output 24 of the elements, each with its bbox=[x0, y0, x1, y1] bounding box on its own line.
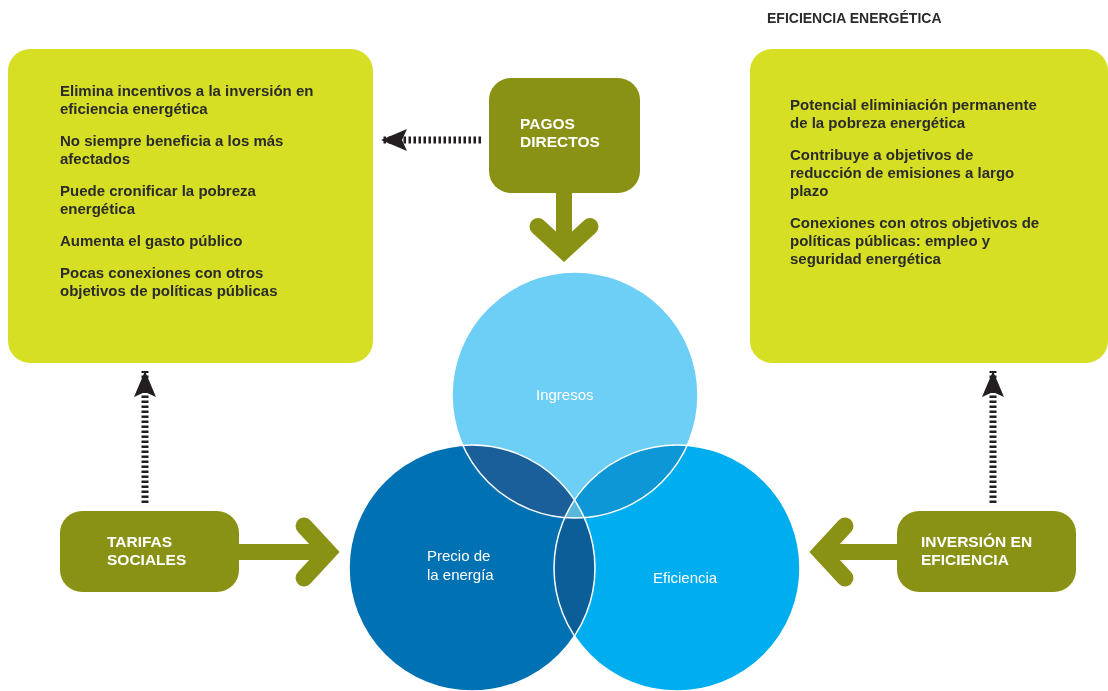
bullet-text: Contribuye a objetivos de reducción de emisiones a largo plazo bbox=[790, 146, 1016, 200]
bullet-text: Elimina incentivos a la inversión en eficiencia energética bbox=[60, 82, 315, 118]
box-label: INVERSIÓN EN EFICIENCIA bbox=[921, 533, 1034, 569]
bullet-text: Puede cronificar la pobreza energética bbox=[60, 182, 257, 218]
box-label: PAGOS DIRECTOS bbox=[520, 115, 601, 151]
bullet-text: Potencial eliminiación permanente de la pobreza energética bbox=[790, 96, 1038, 132]
bullet-text: No siempre beneficia a los más afectados bbox=[60, 132, 285, 168]
block-arrow bbox=[529, 193, 599, 259]
block-arrow bbox=[239, 517, 337, 587]
process-box bbox=[489, 78, 640, 193]
process-box bbox=[60, 511, 239, 592]
text-panel bbox=[750, 49, 1108, 363]
bullet-text: Conexiones con otros objetivos de políticas públicas: empleo y seguridad energética bbox=[790, 214, 1040, 268]
bullet-text: Pocas conexiones con otros objetivos de políticas públicas bbox=[60, 264, 279, 300]
block-arrow bbox=[812, 517, 897, 587]
panel-heading: EFICIENCIA ENERGÉTICA bbox=[767, 10, 942, 26]
circle-label: Ingresos bbox=[536, 385, 594, 404]
box-label: TARIFAS SOCIALES bbox=[107, 533, 188, 569]
circle-label: Eficiencia bbox=[653, 568, 718, 587]
venn-circle bbox=[451, 271, 699, 519]
process-box bbox=[897, 511, 1076, 592]
text-panel bbox=[8, 49, 373, 363]
bullet-text: Aumenta el gasto público bbox=[60, 232, 244, 250]
circle-label: Precio de la energía bbox=[427, 546, 495, 584]
